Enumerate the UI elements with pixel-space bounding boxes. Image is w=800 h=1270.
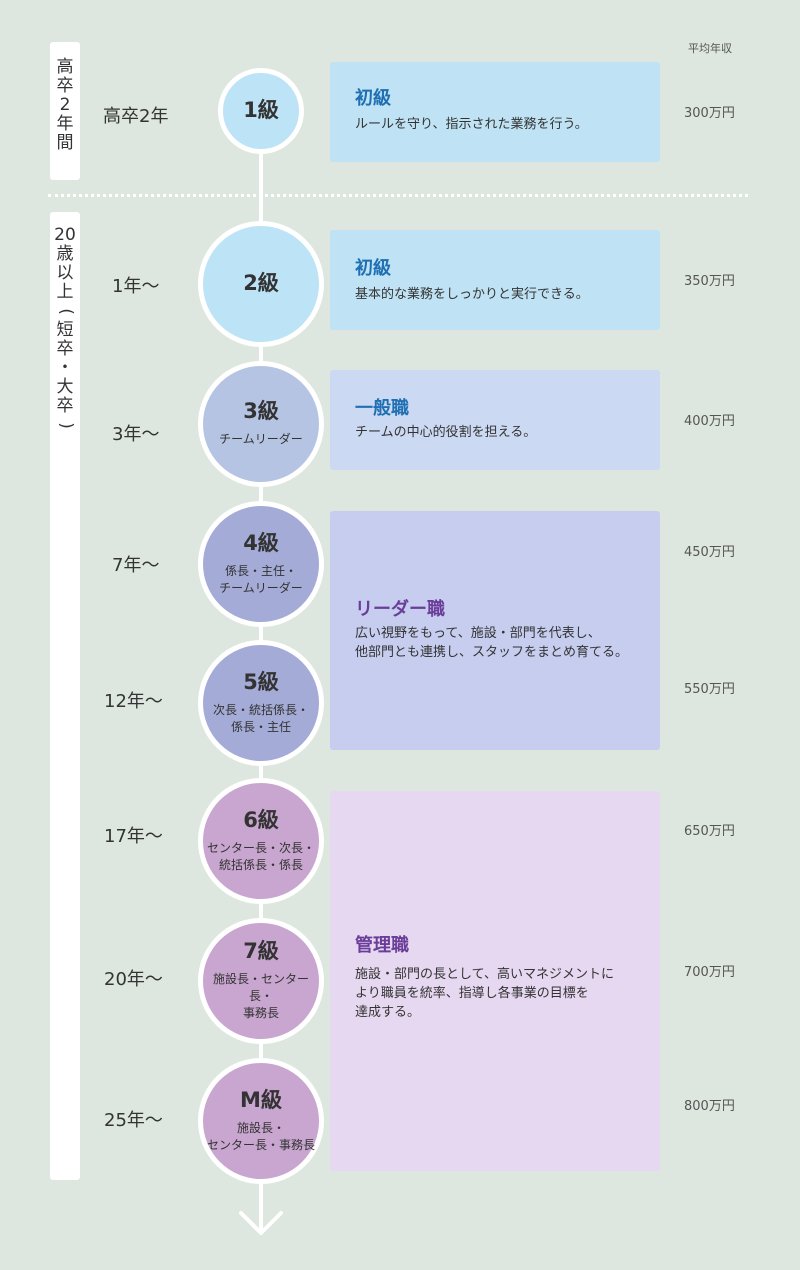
year-label: 高卒2年 (103, 106, 169, 127)
grade-circle-m: M級 施設長・ センター長・事務長 (198, 1058, 324, 1184)
grade-level: 4級 (243, 530, 279, 555)
year-label: 12年〜 (104, 691, 163, 712)
category-description: ルールを守り、指示された業務を行う。 (355, 117, 588, 132)
grade-level: 7級 (243, 939, 279, 964)
year-label: 17年〜 (104, 826, 163, 847)
salary-value: 450万円 (684, 545, 735, 560)
year-label: 1年〜 (112, 276, 160, 297)
salary-value: 400万円 (684, 414, 735, 429)
category-box-general: 一般職 チームの中心的役割を担える。 (330, 370, 660, 470)
side-char: ( (55, 308, 76, 315)
category-title: 一般職 (355, 398, 409, 419)
category-box-manager: 管理職 施設・部門の長として、高いマネジメントに より職員を統率、指導し各事業の… (330, 791, 660, 1171)
salary-value: 550万円 (684, 682, 735, 697)
grade-circle-2: 2級 (198, 221, 324, 347)
category-box-leader: リーダー職 広い視野をもって、施設・部門を代表し、 他部門とも連携し、スタッフを… (330, 511, 660, 750)
category-description: 施設・部門の長として、高いマネジメントに より職員を統率、指導し各事業の目標を … (355, 967, 614, 1020)
side-char: 高 (56, 57, 74, 77)
grade-role: 施設長・ センター長・事務長 (206, 1120, 315, 1152)
side-char: 卒 (56, 339, 74, 360)
side-char: 大 (56, 377, 74, 398)
grade-circle-3: 3級 チームリーダー (198, 361, 324, 487)
side-char: 卒 (56, 76, 74, 97)
arrow-down-icon (239, 1211, 283, 1235)
side-char: 歳 (56, 244, 74, 265)
grade-level: 5級 (243, 669, 279, 694)
grade-level: M級 (240, 1087, 282, 1112)
grade-circle-7: 7級 施設長・センター長・ 事務長 (198, 918, 324, 1044)
side-char: 卒 (56, 396, 74, 417)
salary-header: 平均年収 (688, 42, 732, 55)
category-title: 初級 (355, 88, 391, 109)
salary-value: 700万円 (684, 965, 735, 980)
side-char: 20 (54, 225, 76, 245)
grade-circle-4: 4級 係長・主任・ チームリーダー (198, 501, 324, 627)
year-label: 20年〜 (104, 969, 163, 990)
grade-role: 施設長・センター長・ 事務長 (212, 972, 309, 1020)
grade-role: 次長・統括係長・ 係長・主任 (212, 702, 309, 734)
college-period-label: 20 歳 以 上 ( 短 卒 ・ 大 卒 ) (50, 212, 80, 1180)
category-title: 管理職 (355, 935, 409, 956)
grade-circle-5: 5級 次長・統括係長・ 係長・主任 (198, 640, 324, 766)
side-char: ) (55, 422, 76, 430)
category-description: チームの中心的役割を担える。 (355, 425, 537, 440)
grade-circle-1: 1級 (218, 68, 304, 154)
grade-level: 2級 (243, 271, 279, 296)
side-char: 間 (56, 133, 74, 154)
category-title: リーダー職 (355, 599, 445, 620)
side-char: ・ (56, 358, 74, 379)
grade-role: チームリーダー (219, 432, 303, 447)
side-char: 年 (56, 114, 74, 135)
grade-circle-6: 6級 センター長・次長・ 統括係長・係長 (198, 778, 324, 904)
side-char: 2 (59, 95, 71, 116)
side-char: 以 (56, 263, 74, 284)
salary-value: 350万円 (684, 274, 735, 289)
category-description: 広い視野をもって、施設・部門を代表し、 他部門とも連携し、スタッフをまとめ育てる… (355, 626, 629, 660)
side-char: 上 (56, 282, 74, 303)
year-label: 3年〜 (112, 424, 160, 445)
grade-role: センター長・次長・ 統括係長・係長 (206, 840, 315, 872)
salary-value: 800万円 (684, 1099, 735, 1114)
grade-level: 6級 (243, 807, 279, 832)
category-title: 初級 (355, 258, 391, 279)
grade-level: 3級 (243, 399, 279, 424)
dotted-divider (48, 194, 748, 197)
category-description: 基本的な業務をしっかりと実行できる。 (355, 287, 589, 302)
grade-level: 1級 (243, 98, 279, 123)
salary-value: 650万円 (684, 824, 735, 839)
side-char: 短 (56, 320, 74, 341)
highschool-period-label: 高 卒 2 年 間 (50, 42, 80, 180)
salary-value: 300万円 (684, 106, 735, 121)
category-box-beginner-1: 初級 ルールを守り、指示された業務を行う。 (330, 62, 660, 162)
grade-role: 係長・主任・ チームリーダー (219, 563, 303, 595)
category-box-beginner-2: 初級 基本的な業務をしっかりと実行できる。 (330, 230, 660, 330)
year-label: 25年〜 (104, 1110, 163, 1131)
year-label: 7年〜 (112, 555, 160, 576)
